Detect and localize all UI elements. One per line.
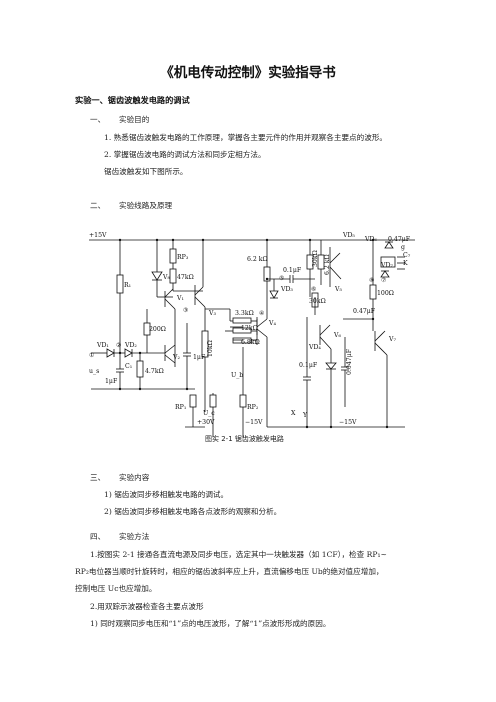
label-r4-7k: 4.7kΩ [145, 368, 164, 375]
label-vd4: VD₄ [308, 344, 321, 351]
label-r6-2k-a: 6.2 kΩ [247, 256, 268, 263]
label-vd7: VD₇ [380, 262, 393, 269]
section-2-title: 实验线路及原理 [119, 201, 173, 210]
content-item-2: 2) 锯齿波同步移相触发电路各点波形的观察和分析。 [104, 507, 282, 516]
objective-item-1: 1. 熟悉锯齿波触发电路的工作原理，掌握各主要元件的作用并观察各主要点的波形。 [104, 133, 388, 142]
method-paragraph-2-item-1: 1) 同时观察同步电压和“1”点的电压波形，了解“1”点波形形成的原因。 [90, 619, 331, 628]
label-supply-pos30: +30V [197, 419, 215, 426]
experiment-heading: 实验一、锯齿波触发电路的调试 [75, 95, 190, 105]
method-paragraph-2: 2.用双踪示波器检查各主要点波形 [90, 602, 204, 611]
label-r1: R₁ [124, 282, 131, 289]
label-r200: 200Ω [149, 326, 166, 333]
label-x: X [291, 410, 296, 417]
document-title: 《机电传动控制》实验指导书 [160, 65, 336, 81]
label-node-6: ⑥ [311, 286, 317, 293]
label-v3: V₃ [208, 310, 216, 317]
label-c0-47uf: 0.47μF [353, 308, 376, 315]
section-1-number: 一、 [90, 115, 106, 124]
objective-item-2: 2. 掌握锯齿波电路的调试方法和同步定相方法。 [104, 150, 266, 159]
label-node-2: ② [116, 342, 122, 349]
label-node-3: ③ [183, 307, 189, 314]
label-vd3: VD₃ [280, 286, 293, 293]
label-supply-neg15-a: −15V [245, 419, 263, 426]
label-c1-value: 1μF [105, 378, 118, 385]
label-v8: V₈ [162, 274, 170, 281]
label-r6-2k-b: 6.2 kΩ [324, 254, 331, 275]
label-vd2: VD₂ [124, 342, 137, 349]
label-ub: U_b [231, 372, 243, 379]
label-vd6: VD₆ [364, 236, 377, 243]
label-c7: C₇ [403, 252, 411, 259]
label-supply-pos15: +15V [89, 232, 107, 239]
label-v7: V₇ [388, 336, 396, 343]
label-vd5: VD₅ [342, 232, 355, 239]
label-r12k: 12kΩ [241, 325, 258, 332]
label-y: Y [302, 412, 308, 419]
label-c-047uf-vd6: 0.47μF [388, 236, 411, 243]
label-rp3: RP₃ [177, 254, 189, 261]
label-vd1: VD₁ [96, 342, 109, 349]
label-k: K [403, 260, 408, 267]
figure-caption: 图实 2-1 锯齿波触发电路 [205, 435, 284, 443]
label-r47k: 47kΩ [177, 274, 194, 281]
label-node-8: ⑧ [369, 277, 375, 284]
label-c0-1uf-a: 0.1μF [283, 267, 302, 274]
label-v1: V₁ [176, 295, 184, 302]
section-4-number: 四、 [90, 532, 106, 541]
label-node-4: ④ [259, 310, 265, 317]
label-c0-047uf: 0.047μF [346, 348, 353, 375]
section-2-number: 二、 [90, 201, 106, 210]
label-node-1: ① [89, 352, 95, 359]
label-node-7: ⑦ [381, 277, 387, 284]
label-uc: U_c [203, 410, 215, 417]
label-r100: 100Ω [377, 290, 394, 297]
sawtooth-trigger-circuit-diagram: +15V R₁ RP₃ 47kΩ V₈ V₁ ③ V₃ 200Ω VD₁ ① ②… [85, 227, 417, 445]
section-3-title: 实验内容 [119, 473, 150, 482]
label-rp1: RP₁ [175, 404, 186, 411]
label-rp2: RP₂ [247, 404, 259, 411]
label-v4: V₄ [268, 320, 276, 327]
label-v5: V₅ [334, 286, 342, 293]
label-c1: C₁ [125, 363, 132, 370]
label-v2: V₂ [172, 354, 180, 361]
section-1-title: 实验目的 [119, 115, 150, 124]
figure-intro-note: 锯齿波触发如下图所示。 [104, 167, 188, 176]
label-r6-8k: 6.8kΩ [241, 339, 260, 346]
label-r30k-b: 30kΩ [309, 298, 326, 305]
label-r10k: 10kΩ [207, 340, 214, 357]
label-supply-neg15-b: −15V [339, 419, 357, 426]
method-paragraph-1-line-1: 1.按图实 2-1 接通各直流电源及同步电压，选定其中一块触发器（如 1CF），… [90, 550, 387, 559]
method-paragraph-1-line-2: RP₂电位器当顺时针旋转时，相应的锯齿波斜率应上升，直流偏移电压 Ub的绝对值应… [75, 567, 384, 576]
label-r30k-a: 30kΩ [312, 250, 319, 267]
label-v6: V₆ [333, 332, 341, 339]
label-r3-3k: 3.3kΩ [235, 310, 254, 317]
method-paragraph-1-line-3: 控制电压 Uc也应增加。 [75, 584, 157, 593]
content-item-1: 1) 锯齿波同步移相触发电路的调试。 [104, 490, 229, 499]
label-c-1uf: 1μF [193, 354, 206, 361]
section-3-number: 三、 [90, 473, 106, 482]
label-node-5: ⑤ [279, 275, 285, 282]
label-us: u_s [89, 368, 99, 375]
section-4-title: 实验方法 [119, 532, 150, 541]
label-c0-1uf-b: 0.1μF [299, 362, 318, 369]
label-g: g [401, 244, 405, 251]
